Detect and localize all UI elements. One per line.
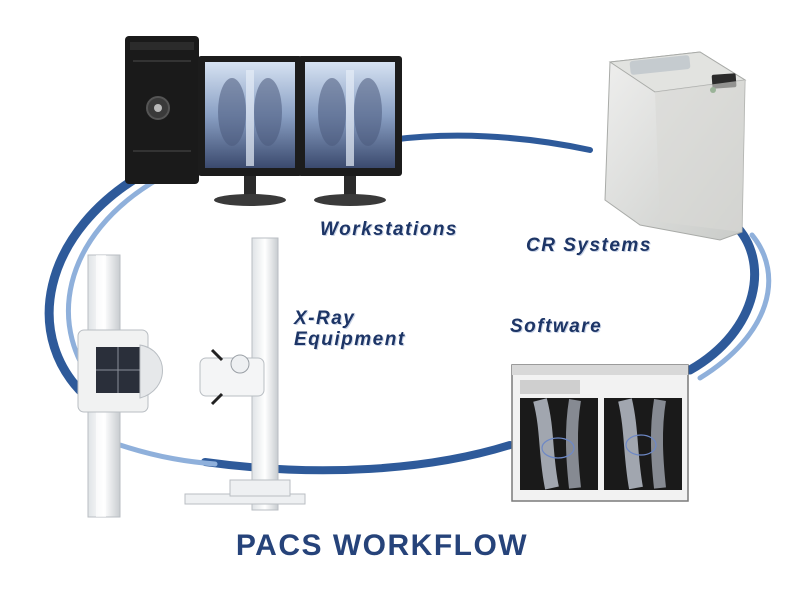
software-window-icon bbox=[511, 364, 689, 502]
ring-right-arc-light bbox=[697, 232, 772, 381]
ring-right-arc bbox=[685, 220, 759, 375]
xray-label-line1: X-Ray bbox=[294, 308, 356, 329]
cr-systems-label: CR Systems bbox=[526, 235, 652, 256]
xray-label-line2: Equipment bbox=[294, 329, 406, 350]
ring-bottom-arc-light bbox=[117, 442, 218, 467]
xray-equipment-label: X-Ray Equipment bbox=[294, 308, 406, 350]
diagram-title: PACS WORKFLOW bbox=[235, 529, 529, 562]
workstations-icon bbox=[125, 36, 402, 206]
workflow-ring bbox=[44, 132, 772, 475]
ring-top-arc bbox=[387, 132, 593, 153]
software-label: Software bbox=[510, 316, 603, 337]
cr-system-icon bbox=[604, 51, 747, 241]
xray-equipment-icon bbox=[77, 237, 306, 518]
workstations-label: Workstations bbox=[320, 219, 459, 240]
ring-bottom-arc bbox=[201, 441, 514, 475]
ring-outer-arc bbox=[44, 165, 155, 405]
